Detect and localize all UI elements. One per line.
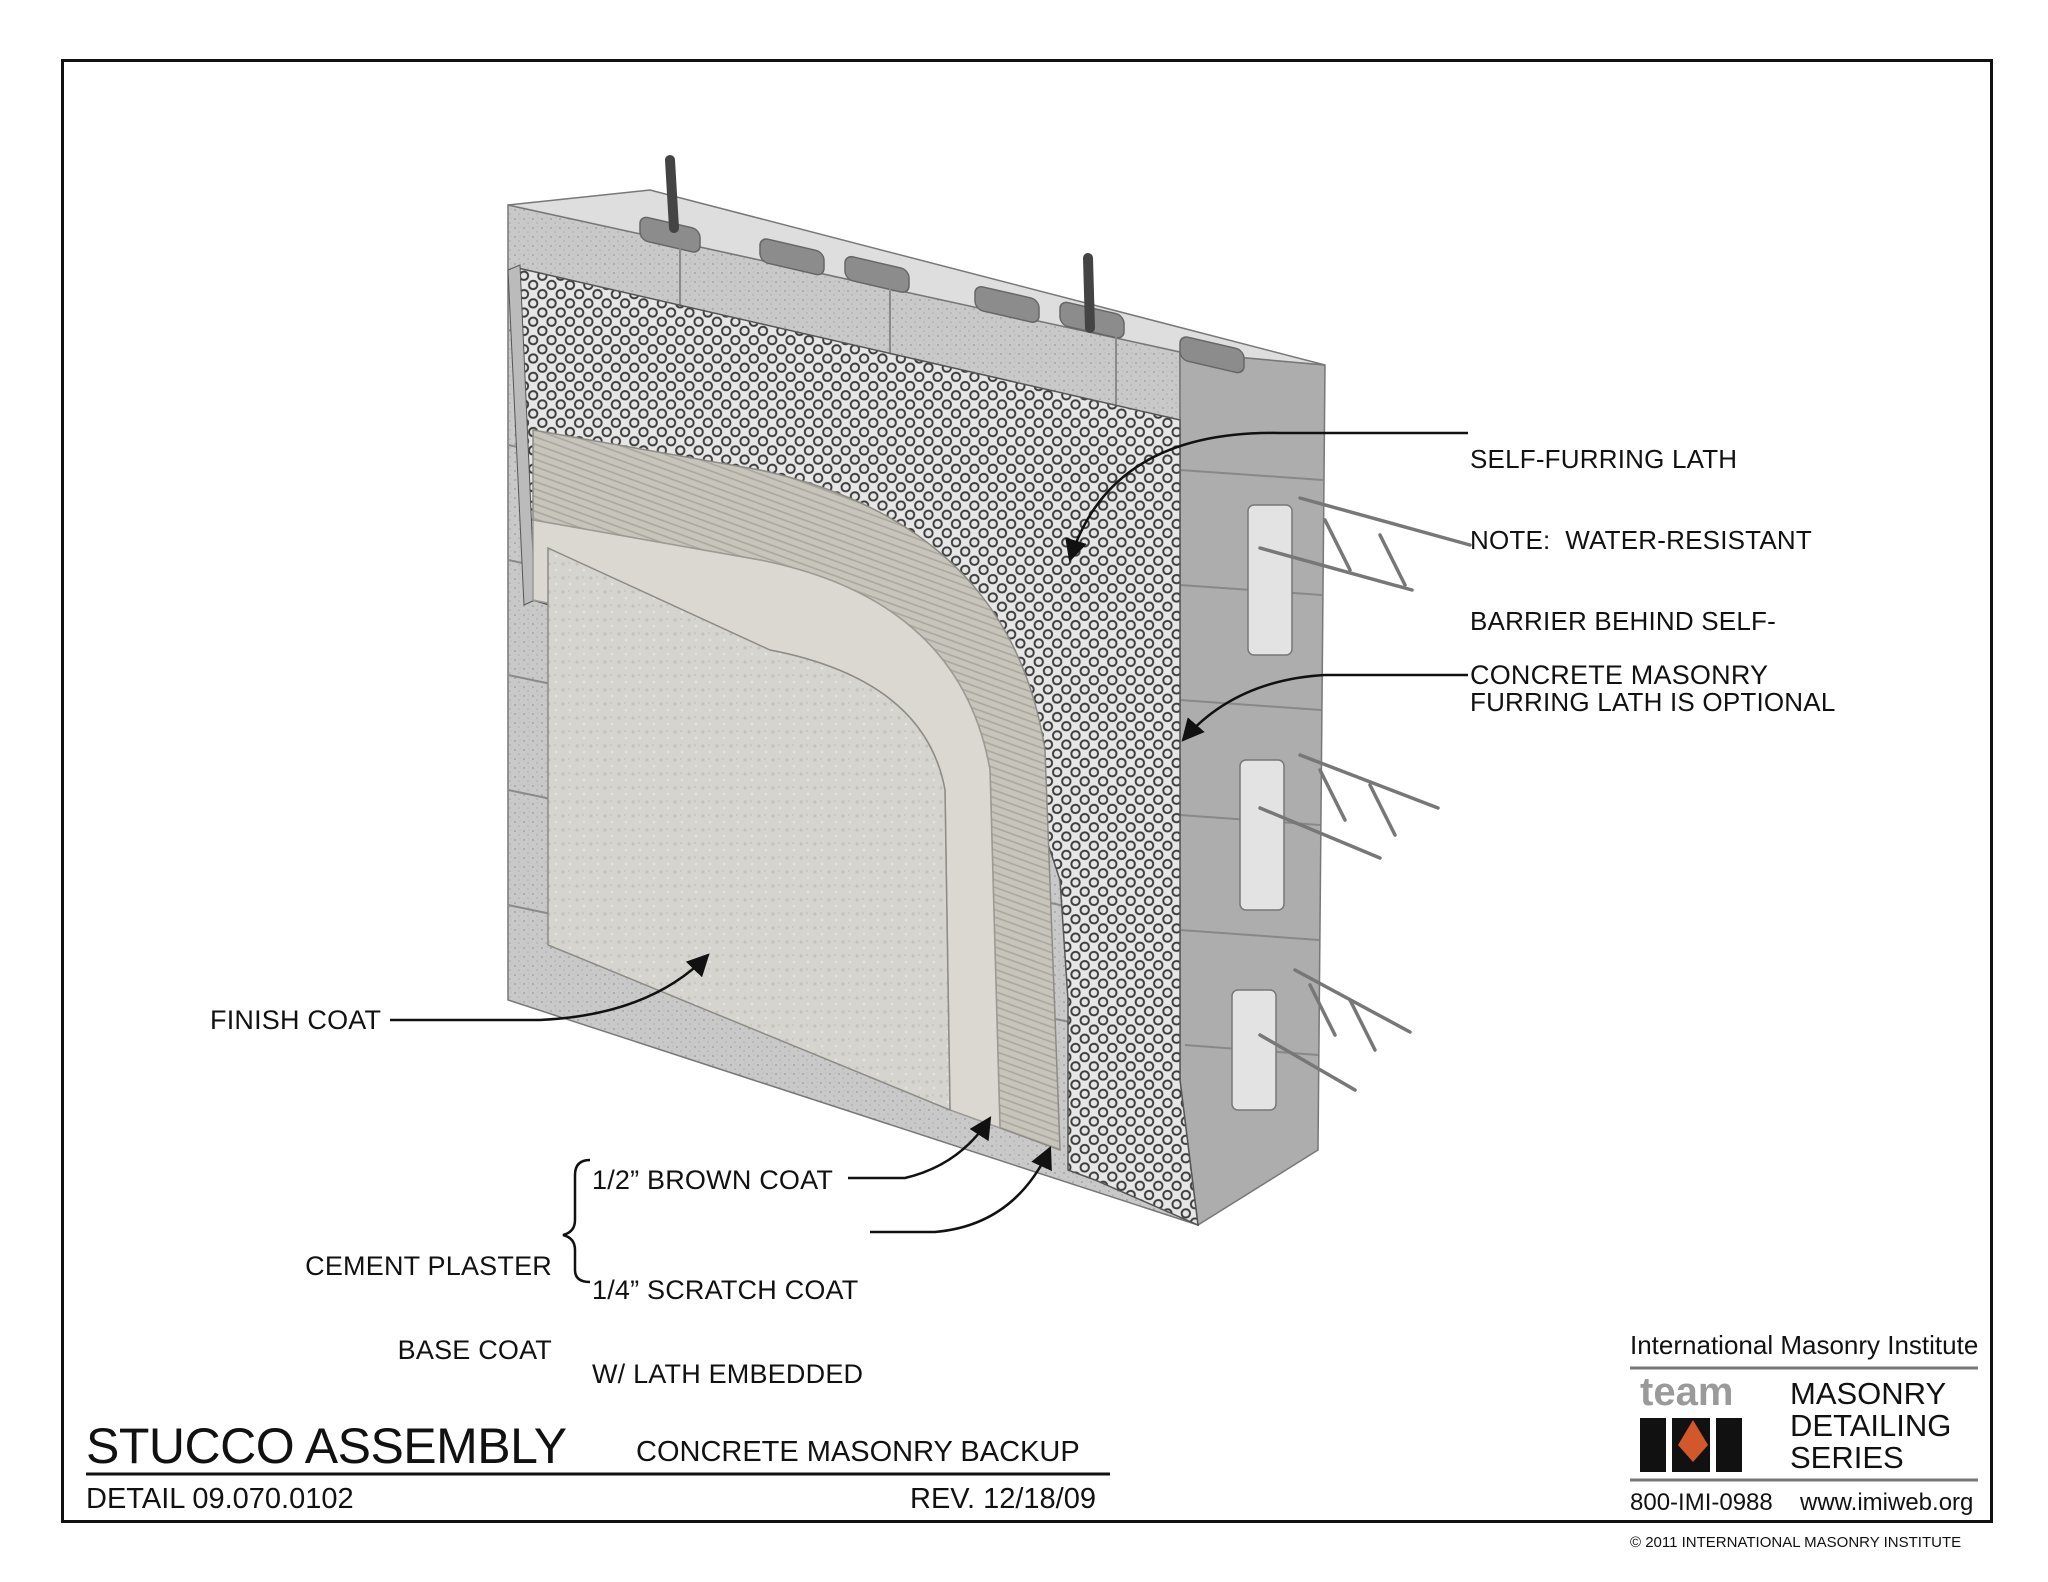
- label-finish-coat: FINISH COAT: [210, 1005, 382, 1035]
- series-line-1: MASONRY: [1790, 1376, 1947, 1411]
- label-brown-coat: 1/2” BROWN COAT: [592, 1165, 834, 1195]
- label-base-coat-group: CEMENT PLASTER BASE COAT: [280, 1196, 552, 1392]
- label-lath-line-1: SELF-FURRING LATH: [1470, 444, 1738, 474]
- leader-lath: [1065, 431, 1468, 563]
- drawing-subtitle: CONCRETE MASONRY BACKUP: [636, 1436, 1080, 1468]
- imi-logo: team: [1630, 1366, 1978, 1482]
- label-base-coat-line-2: BASE COAT: [397, 1335, 552, 1365]
- label-masonry: CONCRETE MASONRY: [1470, 660, 1769, 690]
- leader-masonry: [1181, 673, 1468, 742]
- label-lath-line-4: FURRING LATH IS OPTIONAL: [1470, 687, 1836, 717]
- finish-coat: [547, 546, 951, 1112]
- leader-finish-coat: [390, 953, 710, 1022]
- side-cores: [1231, 504, 1293, 1111]
- series-line-3: SERIES: [1790, 1440, 1904, 1475]
- label-lath-line-3: BARRIER BEHIND SELF-: [1470, 606, 1776, 636]
- label-lath: SELF-FURRING LATH NOTE: WATER-RESISTANT …: [1470, 392, 1835, 743]
- base-coat-brace: [562, 1158, 591, 1284]
- rebar: [665, 155, 1095, 333]
- series-name: MASONRY DETAILING SERIES: [1790, 1378, 1951, 1474]
- drawing-border: [61, 59, 1993, 1523]
- label-scratch-coat: 1/4” SCRATCH COAT W/ LATH EMBEDDED: [592, 1220, 863, 1416]
- leader-lines: [390, 431, 1468, 1284]
- leader-brown-coat: [848, 1116, 992, 1180]
- detail-number: DETAIL 09.070.0102: [86, 1483, 354, 1515]
- website-link[interactable]: www.imiweb.org: [1800, 1489, 1974, 1516]
- label-scratch-coat-line-2: W/ LATH EMBEDDED: [592, 1359, 864, 1389]
- logo-trowel-icon: [1678, 1420, 1708, 1462]
- drawing-title: STUCCO ASSEMBLY: [86, 1418, 567, 1474]
- label-scratch-coat-line-1: 1/4” SCRATCH COAT: [592, 1275, 859, 1305]
- label-lath-line-2: NOTE: WATER-RESISTANT: [1470, 525, 1812, 555]
- copyright-notice: © 2011 INTERNATIONAL MASONRY INSTITUTE: [1630, 1534, 1962, 1551]
- organization-name: International Masonry Institute: [1630, 1330, 1979, 1360]
- label-base-coat-line-1: CEMENT PLASTER: [305, 1251, 552, 1281]
- revision-date: REV. 12/18/09: [910, 1483, 1096, 1515]
- leader-scratch-coat: [870, 1145, 1052, 1234]
- logo-team-text: team: [1640, 1370, 1733, 1414]
- phone-number: 800-IMI-0988: [1630, 1489, 1773, 1516]
- series-line-2: DETAILING: [1790, 1408, 1952, 1443]
- joint-reinforcement: [1258, 496, 1472, 1092]
- block-cores: [559, 216, 1245, 374]
